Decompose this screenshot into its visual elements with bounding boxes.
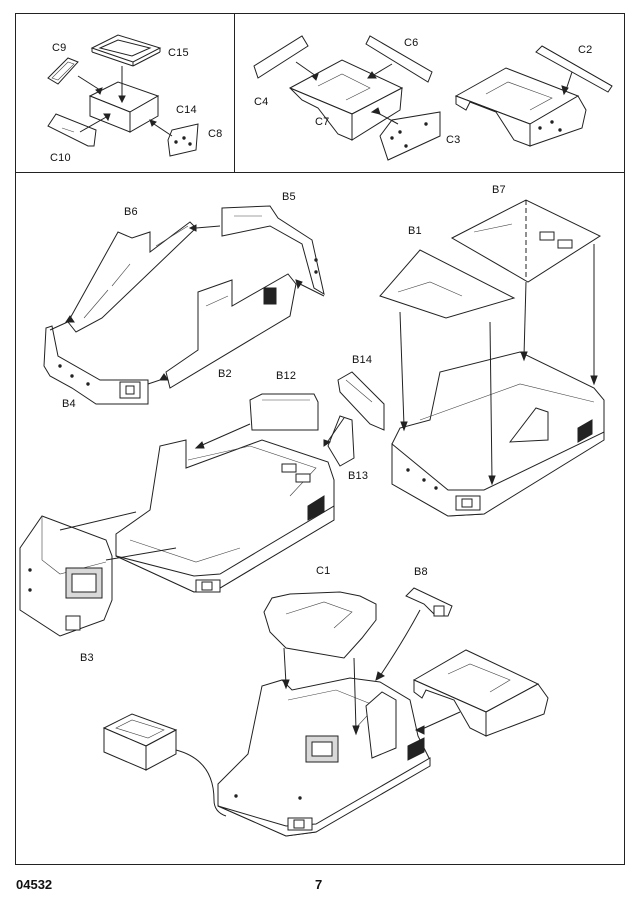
part-c2-drawing xyxy=(535,45,613,93)
part-c4-drawing xyxy=(253,35,309,79)
label-b5: B5 xyxy=(282,191,296,203)
part-c15-c14-assembly-drawing xyxy=(102,713,178,771)
part-b1-drawing xyxy=(379,249,516,319)
hull-assembly-right xyxy=(391,351,605,517)
part-c7-drawing xyxy=(288,59,404,141)
label-b14: B14 xyxy=(352,354,373,366)
label-c10: C10 xyxy=(50,152,71,164)
label-b6: B6 xyxy=(124,206,138,218)
part-c2-assembled-drawing xyxy=(454,67,587,147)
hull-assembly-bottom xyxy=(217,677,431,837)
catalog-number: 04532 xyxy=(16,877,53,892)
label-c8: C8 xyxy=(208,128,223,140)
part-b12-drawing xyxy=(249,393,319,431)
part-b3-drawing xyxy=(19,515,113,637)
label-c2: C2 xyxy=(578,44,593,56)
arrows-middle xyxy=(59,417,345,561)
part-c8-drawing xyxy=(167,123,199,157)
part-b13-drawing xyxy=(327,415,355,467)
part-b8-drawing xyxy=(405,587,453,617)
part-c1-drawing xyxy=(263,591,377,659)
hull-assembly-middle xyxy=(115,439,335,593)
part-c9-drawing xyxy=(47,57,79,85)
label-b4: B4 xyxy=(62,398,76,410)
label-c14: C14 xyxy=(176,104,197,116)
part-b2-drawing xyxy=(165,273,297,389)
label-c1: C1 xyxy=(316,565,331,577)
label-b1: B1 xyxy=(408,225,422,237)
label-b13: B13 xyxy=(348,470,369,482)
label-b7: B7 xyxy=(492,184,506,196)
part-c3-drawing xyxy=(379,111,441,161)
part-c2-assembly-drawing xyxy=(412,649,549,737)
main-panel xyxy=(15,172,625,865)
label-b8: B8 xyxy=(414,566,428,578)
label-c6: C6 xyxy=(404,37,419,49)
part-c15-drawing xyxy=(90,34,162,67)
arrows-top-right xyxy=(295,61,573,125)
part-b5-drawing xyxy=(221,205,325,296)
label-c7: C7 xyxy=(315,116,330,128)
label-b12: B12 xyxy=(276,370,297,382)
label-b3: B3 xyxy=(80,652,94,664)
part-b6-drawing xyxy=(67,221,197,333)
arrows-b7-b1 xyxy=(399,244,598,486)
label-c3: C3 xyxy=(446,134,461,146)
arrows-b-walls xyxy=(49,224,325,385)
arrows-top-left xyxy=(77,66,173,137)
label-b2: B2 xyxy=(218,368,232,380)
arrows-bottom xyxy=(175,609,461,817)
page-number: 7 xyxy=(315,877,323,892)
part-b7-drawing xyxy=(450,199,602,283)
part-c10-drawing xyxy=(47,113,97,147)
part-b14-drawing xyxy=(337,371,385,431)
part-c6-drawing xyxy=(365,35,433,83)
label-c9: C9 xyxy=(52,42,67,54)
label-c15: C15 xyxy=(168,47,189,59)
part-b4-drawing xyxy=(43,325,149,405)
label-c4: C4 xyxy=(254,96,269,108)
